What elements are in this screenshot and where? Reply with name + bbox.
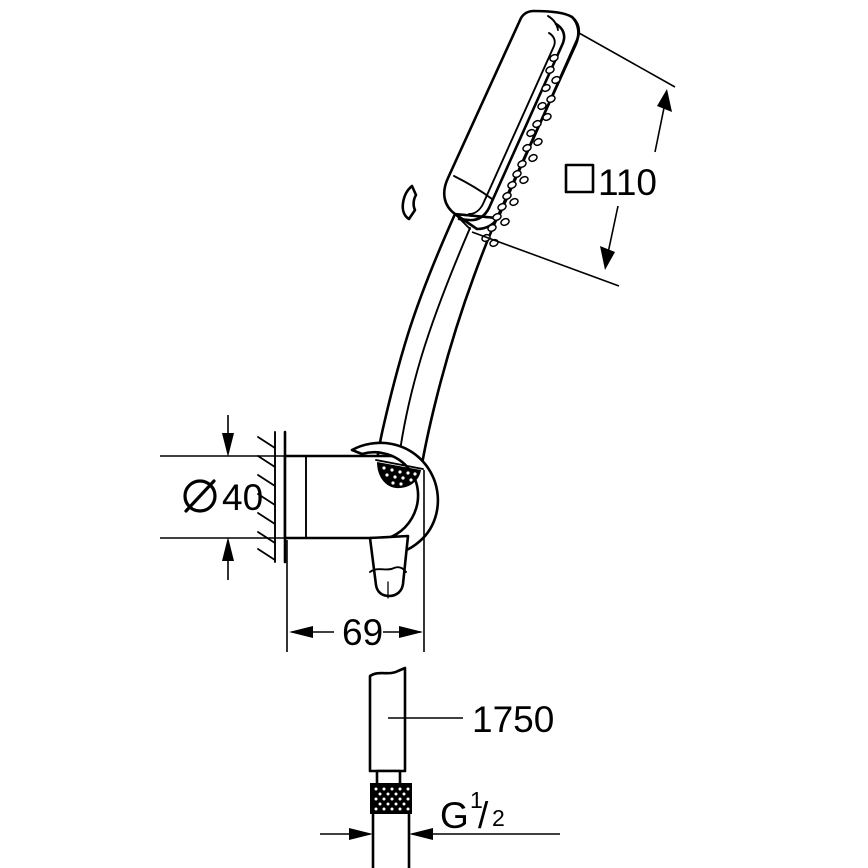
dim-g-letter: G xyxy=(440,795,469,836)
dim-g-arrow-left xyxy=(349,828,373,840)
square-symbol-icon xyxy=(564,163,595,194)
dimension-69: 69 xyxy=(286,470,425,653)
dim-110-line-upper xyxy=(654,102,666,153)
handle-inner-edge xyxy=(397,227,471,467)
dim-g-denominator: 2 xyxy=(492,805,505,831)
knurl-pattern xyxy=(374,787,410,811)
shower-hose-detail xyxy=(368,666,412,868)
dim-1750-label: 1750 xyxy=(472,699,554,740)
dim-g-numerator: 1 xyxy=(470,787,483,813)
handle-knurl-band xyxy=(377,462,421,489)
dim-110-label: 110 xyxy=(598,162,657,203)
dim-69-arrow-right xyxy=(399,626,423,638)
shower-head-seam xyxy=(453,175,493,200)
dim-g-arrow-right xyxy=(409,828,433,840)
hose-outlet-break xyxy=(369,566,407,573)
dim-110-ext-upper xyxy=(578,32,676,88)
wall-bracket xyxy=(283,441,440,599)
shower-hose-upper xyxy=(368,666,407,773)
dim-69-arrow-left xyxy=(289,626,313,638)
spray-face-inner-rim xyxy=(468,32,556,215)
spray-mode-button[interactable] xyxy=(401,184,418,221)
shower-head-bottom-edge xyxy=(454,213,471,230)
dim-110-arrow-upper xyxy=(657,89,672,112)
hose-outlet-stub xyxy=(368,534,410,598)
dim-40-arrow-top xyxy=(222,433,234,457)
hand-shower-handle xyxy=(375,212,499,472)
wall-section xyxy=(257,430,287,564)
dim-g-slash: / xyxy=(478,795,489,836)
dim-110-line-lower xyxy=(607,205,619,254)
dim-69-label: 69 xyxy=(342,612,383,653)
dim-40-arrow-bottom xyxy=(222,537,234,561)
diameter-symbol-icon xyxy=(183,479,217,513)
handle-collar-line xyxy=(375,459,424,470)
dimension-110: 110 xyxy=(471,32,676,287)
dim-110-ext-lower xyxy=(471,231,620,287)
shower-head-back-face xyxy=(442,9,580,220)
shower-head-top-notch xyxy=(547,15,559,31)
dimension-diameter-40: 40 xyxy=(160,415,285,580)
spray-face xyxy=(457,22,566,222)
dimension-1750: 1750 xyxy=(388,699,554,740)
hose-thread-end xyxy=(371,812,411,868)
wall-hatching xyxy=(257,436,276,561)
dimension-g-half: G 1 / 2 xyxy=(320,787,560,840)
dim-40-label: 40 xyxy=(222,477,263,518)
dim-110-arrow-lower xyxy=(600,246,615,270)
hand-shower-assembly xyxy=(375,9,581,472)
handle-knurl-dots xyxy=(382,466,417,486)
